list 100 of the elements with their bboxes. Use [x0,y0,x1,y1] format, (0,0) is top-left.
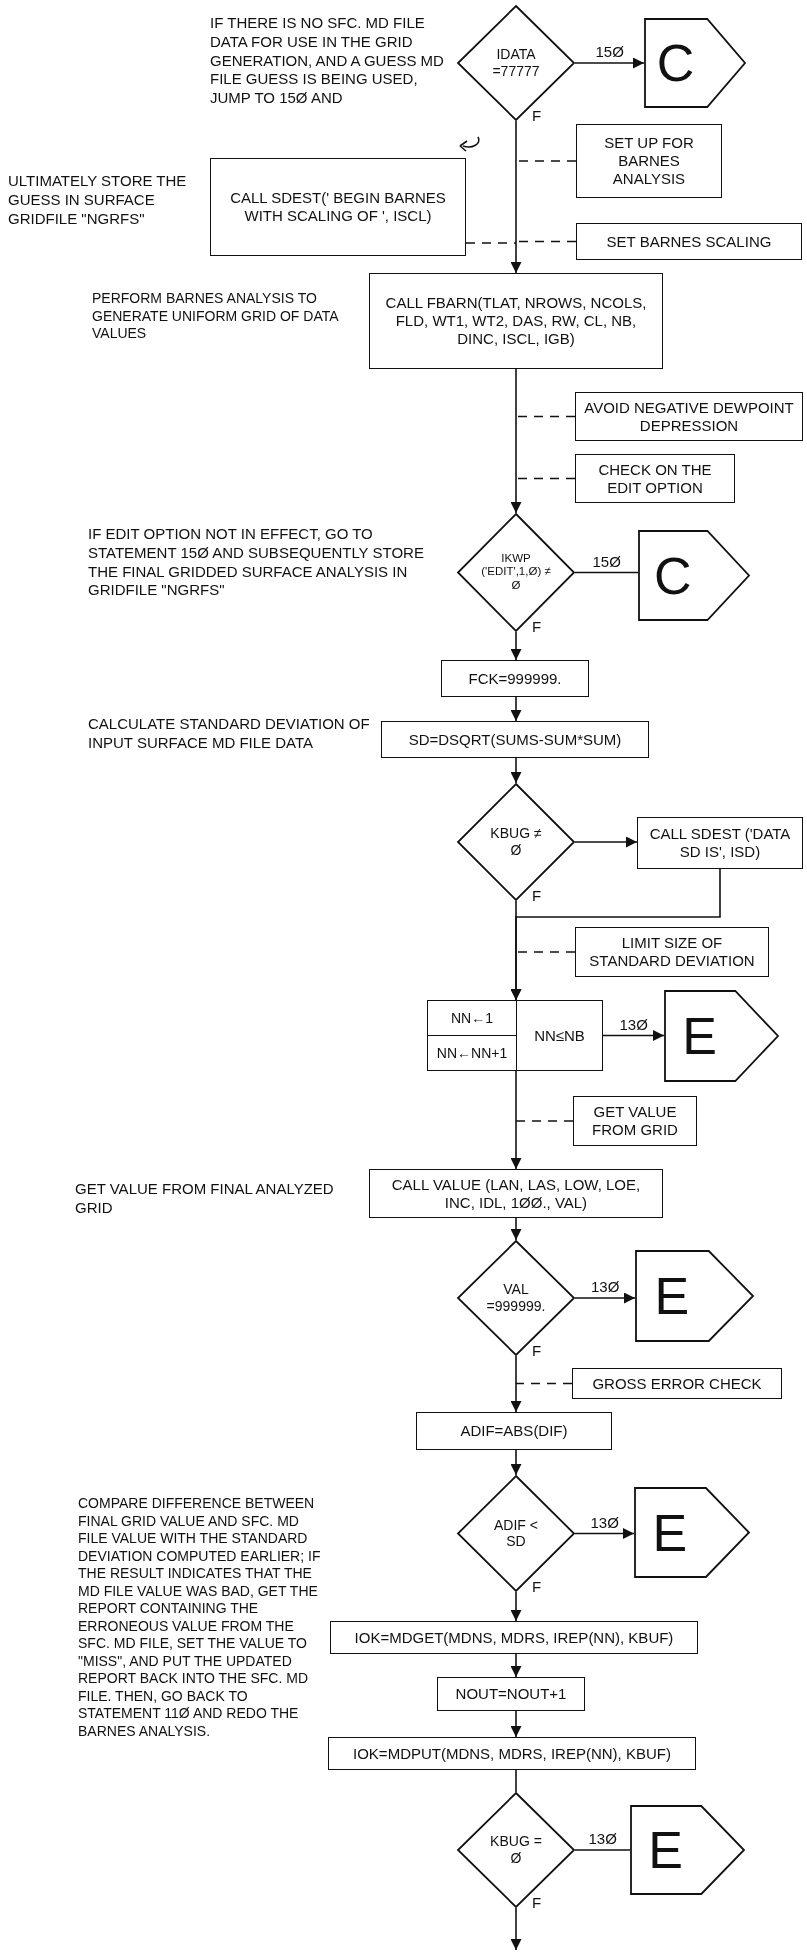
connector-letter: E [653,1266,691,1327]
annotation-line [465,242,517,244]
box-text: CALL VALUE (LAN, LAS, LOW, LOE, INC, IDL, 1ØØ., VAL) [390,1175,642,1212]
comment-note: COMPARE DIFFERENCE BETWEEN FINAL GRID VALUE AND SFC. MD FILE VALUE WITH THE STANDARD DEVIATION COMPUTED EARLIER; IF THE RESULT INDICATES THAT THE MD FILE VALUE WAS BAD, GET THE REPORT CONTAINING THE ERRONEOUS VALUE FROM THE SFC. MD FILE, SET THE VALUE TO "MISS", AND PUT THE UPDATED REPORT BACK INTO THE SFC. MD FILE. THEN, GO BACK TO STATEMENT 11Ø AND REDO THE BARNES ANALYSIS. [78,1495,322,1740]
comment-note: ULTIMATELY STORE THE GUESS IN SURFACE GRIDFILE "NGRFS" [8,172,188,229]
edge-label: 13Ø [589,1278,622,1295]
condition-text: ADIF < SD [493,1516,539,1551]
flow-arrow [602,1030,665,1041]
process-box [437,1677,585,1711]
comment-note: GET VALUE FROM FINAL ANALYZED GRID [75,1180,335,1218]
annotation-box [575,454,735,503]
process-box [330,1621,698,1654]
flow-arrow [510,631,522,661]
annotation-line [515,1382,573,1385]
process-box [369,1169,663,1218]
connector-letter: C [655,33,696,94]
decision-diamond [457,1240,575,1356]
flow-arrow [574,1292,636,1304]
flow-arrow [510,757,522,784]
box-text: NOUT=NOUT+1 [455,1685,567,1703]
process-box [416,1412,612,1450]
loop-text: NN←NN+1 [435,1043,509,1063]
box-text: IOK=MDGET(MDNS, MDRS, IREP(NN), KBUF) [354,1628,674,1647]
decision-diamond [457,1475,575,1592]
connector-letter: C [652,545,693,607]
flow-arrow [510,1217,522,1241]
decision-diamond [457,1792,575,1908]
flow-arrow [510,1710,522,1738]
edge-label: F [530,887,544,904]
flow-arrow [574,57,645,69]
off-page-connector [644,18,746,108]
process-box [381,721,649,758]
loop-box [427,1000,603,1071]
comment-note: IF THERE IS NO SFC. MD FILE DATA FOR USE IN THE GRID GENERATION, AND A GUESS MD FILE GUESS IS BEING USED, JUMP TO 15Ø AND [210,14,445,108]
flow-arrow [510,1449,522,1476]
comment-note: PERFORM BARNES ANALYSIS TO GENERATE UNIFORM GRID OF DATA VALUES [92,290,340,343]
off-page-connector [634,1487,750,1578]
comment-note: CALCULATE STANDARD DEVIATION OF INPUT SURFACE MD FILE DATA [88,715,371,753]
flow-arrow [574,836,638,848]
flow-arrow [510,120,522,274]
edge-label: 13Ø [586,1830,619,1847]
comment-text: SET BARNES SCALING [606,232,772,251]
off-page-connector [664,990,779,1082]
edge-label: F [530,1894,544,1911]
comment-text: CALL SDEST(' BEGIN BARNES WITH SCALING OF ', ISCL) [229,189,447,225]
annotation-box [575,927,769,977]
comment-note: IF EDIT OPTION NOT IN EFFECT, GO TO STATEMENT 15Ø AND SUBSEQUENTLY STORE THE FINAL GRIDDED SURFACE ANALYSIS IN GRIDFILE "NGRFS" [88,525,425,600]
condition-text: KBUG = Ø [489,1833,543,1867]
edge-label: F [530,1578,544,1595]
annotation-box [575,392,803,441]
flow-arrow [510,1591,522,1622]
annotation-box [572,1368,782,1399]
edge-label: F [530,107,544,124]
annotation-line [515,951,576,953]
flow-arrow [574,1528,635,1539]
decision-diamond [457,513,575,632]
edge-label: F [530,1342,544,1359]
connector-letter: E [651,1502,689,1564]
connector-letter: E [647,1820,684,1881]
edge-label: 15Ø [593,43,626,60]
condition-text: IKWP ('EDIT',1,Ø) ≠ Ø [480,551,552,594]
process-box [441,660,589,697]
flow-arrow [510,1070,522,1170]
off-page-connector [638,530,750,621]
loop-text: NN←1 [428,1001,516,1036]
connector-letter: E [681,1006,718,1067]
flow-arrow [510,1355,522,1413]
comment-text: GROSS ERROR CHECK [592,1374,762,1393]
comment-text: LIMIT SIZE OF STANDARD DEVIATION [588,934,756,970]
flow-arrow [510,368,522,514]
comment-text: SET UP FOR BARNES ANALYSIS [603,134,695,188]
annotation-line [515,1120,574,1122]
process-box [369,273,663,369]
off-page-connector [635,1250,754,1342]
comment-text: CHECK ON THE EDIT OPTION [597,460,713,497]
process-box [328,1737,696,1770]
decision-diamond [457,5,575,121]
loop-text: NN≤NB [533,1026,586,1045]
off-page-connector [630,1805,745,1895]
flow-arrow [510,868,721,1001]
box-text: FCK=999999. [468,669,562,688]
flow-arrow [510,696,522,722]
process-box [637,817,803,869]
condition-text: IDATA =77777 [491,46,541,80]
condition-text: KBUG ≠ Ø [489,825,543,859]
box-text: ADIF=ABS(DIF) [460,1422,568,1440]
annotation-line [515,477,576,480]
annotation-line [515,415,576,418]
condition-text: VAL =999999. [485,1281,547,1315]
annotation-box [576,124,722,198]
box-text: CALL FBARN(TLAT, NROWS, NCOLS, FLD, WT1, WT2, DAS, RW, CL, NB, DINC, ISCL, IGB) [384,294,648,348]
annotation-box [576,223,802,260]
annotation-box [210,158,466,256]
box-text: IOK=MDPUT(MDNS, MDRS, IREP(NN), KBUF) [353,1744,671,1763]
box-text: SD=DSQRT(SUMS-SUM*SUM) [408,730,622,749]
flow-arrow [510,1907,522,1951]
comment-text: AVOID NEGATIVE DEWPOINT DEPRESSION [583,398,795,435]
flow-arrow [510,1653,522,1678]
decision-diamond [457,783,575,901]
box-text: CALL SDEST ('DATA SD IS', ISD) [648,825,792,861]
